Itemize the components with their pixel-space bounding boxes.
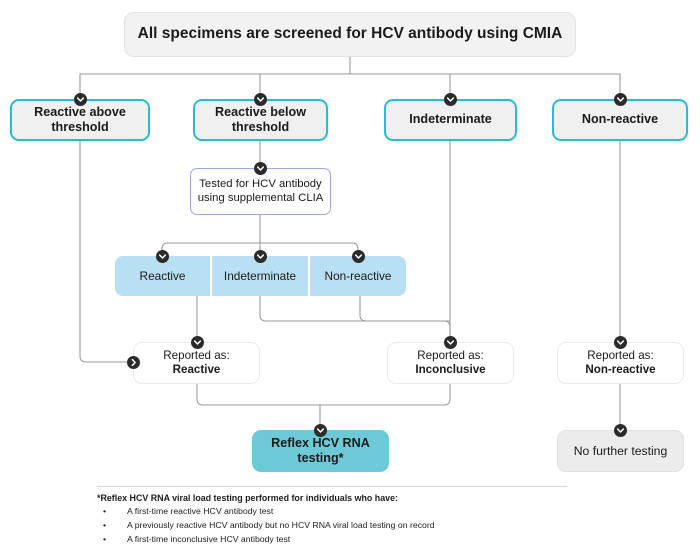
report-result: Inconclusive — [415, 363, 486, 376]
report-result: Reactive — [172, 363, 221, 376]
node-indeterminate-tier1: Indeterminate — [384, 99, 517, 141]
chevron-down-icon — [73, 92, 87, 106]
node-label: No further testing — [573, 443, 668, 458]
chevron-down-icon — [613, 423, 627, 437]
report-prefix: Reported as: — [417, 348, 484, 362]
node-nonreactive-tier1: Non-reactive — [552, 99, 688, 141]
footnote-item: • A first-time reactive HCV antibody tes… — [97, 506, 567, 518]
node-label: Indeterminate — [223, 268, 297, 283]
footnote-item-text: A first-time inconclusive HCV antibody t… — [127, 534, 291, 545]
chevron-down-icon — [613, 335, 627, 349]
footnote-item-text: A first-time reactive HCV antibody test — [127, 506, 274, 516]
wire-reports-to-reflex-bus — [196, 384, 451, 406]
wire-tier1-bus — [79, 73, 621, 80]
node-reflex-hcv-rna-testing: Reflex HCV RNA testing* — [252, 430, 389, 472]
wire-clia-nonreactive-to-inconclusive — [359, 296, 450, 322]
node-label: Reported as: Inconclusive — [409, 349, 491, 377]
node-label: Non-reactive — [581, 112, 659, 127]
chevron-down-icon — [190, 335, 204, 349]
node-supplemental-clia: Tested for HCV antibody using supplement… — [190, 168, 331, 215]
report-result: Non-reactive — [585, 363, 656, 376]
node-label: Non-reactive — [324, 268, 392, 283]
footnote-item: • A previously reactive HCV antibody but… — [97, 520, 567, 532]
chevron-right-icon — [126, 355, 140, 369]
chevron-down-icon — [253, 92, 267, 106]
chevron-down-icon — [351, 249, 365, 263]
node-reactive-above-threshold: Reactive above threshold — [10, 99, 150, 141]
chevron-down-icon — [253, 161, 267, 175]
footnote-item-text: A previously reactive HCV antibody but n… — [127, 520, 435, 531]
bullet-icon: • — [103, 534, 107, 545]
node-label: Tested for HCV antibody using supplement… — [197, 177, 324, 204]
chevron-down-icon — [443, 335, 457, 349]
node-label: Reported as: Non-reactive — [579, 349, 661, 377]
node-header: All specimens are screened for HCV antib… — [124, 12, 576, 57]
node-label: Reactive above threshold — [34, 104, 126, 134]
report-prefix: Reported as: — [587, 348, 654, 362]
chevron-down-icon — [253, 249, 267, 263]
node-clia-nonreactive: Non-reactive — [310, 256, 406, 296]
footnote: *Reflex HCV RNA viral load testing perfo… — [97, 486, 567, 549]
chevron-down-icon — [613, 92, 627, 106]
node-clia-indeterminate: Indeterminate — [212, 256, 308, 296]
header-title: All specimens are screened for HCV antib… — [137, 25, 563, 43]
wire-above-threshold-to-report — [79, 141, 132, 363]
footnote-divider — [97, 486, 567, 487]
node-label: Reactive — [139, 268, 186, 283]
node-label: Reported as: Reactive — [157, 349, 235, 377]
node-label: Indeterminate — [409, 112, 492, 127]
chevron-down-icon — [155, 249, 169, 263]
report-prefix: Reported as: — [163, 348, 230, 362]
node-label: Reflex HCV RNA testing* — [271, 435, 370, 465]
chevron-down-icon — [443, 92, 457, 106]
footnote-title: *Reflex HCV RNA viral load testing perfo… — [97, 493, 398, 503]
bullet-icon: • — [103, 520, 107, 531]
node-reactive-below-threshold: Reactive below threshold — [193, 99, 328, 141]
footnote-item: • A first-time inconclusive HCV antibody… — [97, 534, 567, 546]
bullet-icon: • — [103, 506, 107, 516]
chevron-down-icon — [313, 423, 327, 437]
node-no-further-testing: No further testing — [557, 430, 684, 472]
footnote-list: • A first-time reactive HCV antibody tes… — [97, 506, 567, 546]
node-label: Reactive below threshold — [215, 104, 306, 134]
